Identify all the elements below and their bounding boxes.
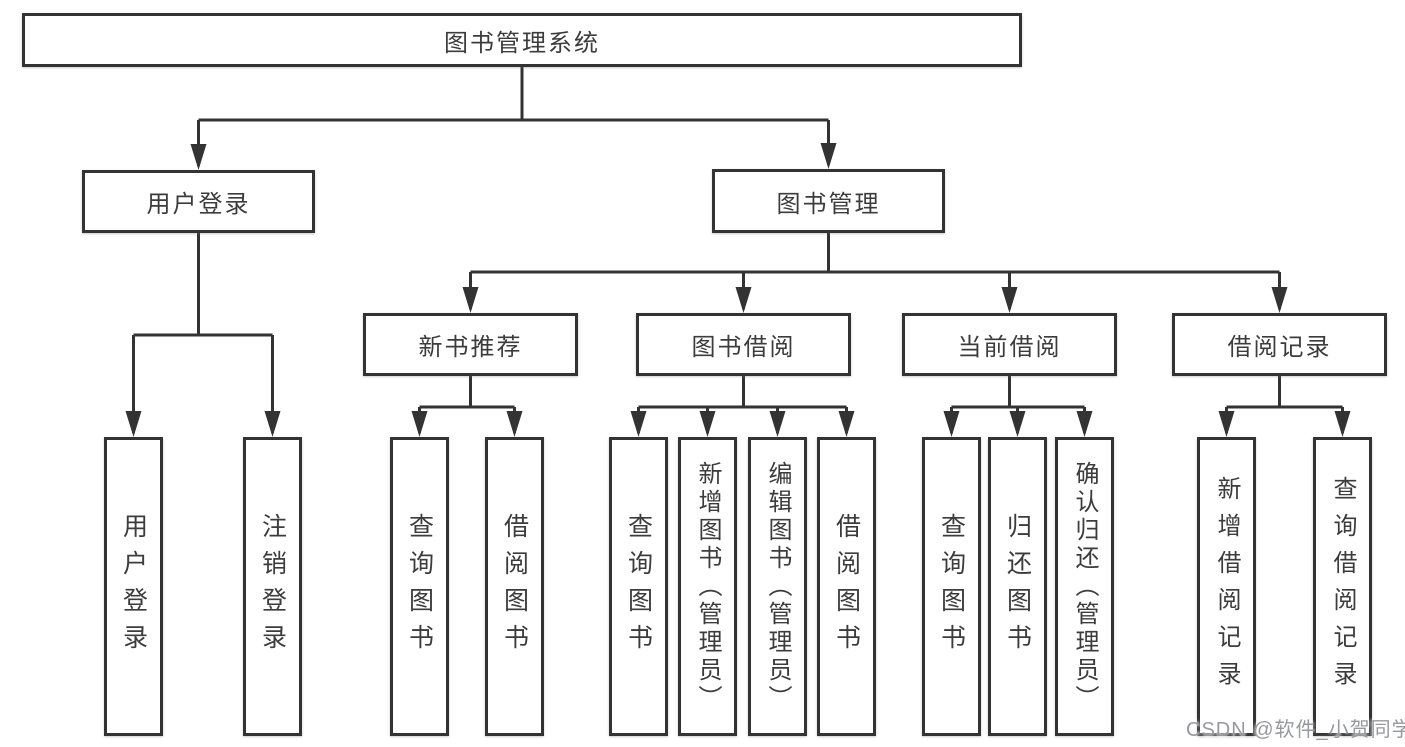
- node-query-books-current: 查询图书: [922, 437, 981, 736]
- node-add-borrow-record: 新增借阅记录: [1197, 437, 1256, 736]
- node-user-login-leaf: 用户登录: [104, 437, 163, 736]
- node-library-system: 图书管理系统: [22, 13, 1022, 67]
- node-edit-books-admin: 编辑图书（管理员）: [748, 437, 807, 736]
- arrowheads: [125, 143, 1351, 437]
- node-borrow-books-recommend-label: 借阅图书: [500, 512, 529, 661]
- node-current-borrowing: 当前借阅: [902, 313, 1117, 376]
- node-confirm-return-admin: 确认归还（管理员）: [1055, 437, 1114, 736]
- node-query-borrow-record: 查询借阅记录: [1313, 437, 1372, 736]
- node-logout: 注销登录: [243, 437, 302, 736]
- node-borrowing-records: 借阅记录: [1172, 313, 1387, 376]
- node-query-borrow-record-label: 查询借阅记录: [1329, 475, 1356, 698]
- watermark: CSDN @软件_小贺同学: [1186, 719, 1405, 741]
- node-current-borrowing-label: 当前借阅: [957, 334, 1062, 361]
- node-book-management-label: 图书管理: [776, 190, 881, 218]
- node-query-books-current-label: 查询图书: [937, 512, 966, 661]
- node-library-system-label: 图书管理系统: [444, 29, 600, 57]
- node-logout-label: 注销登录: [258, 512, 287, 661]
- node-query-books-recommend: 查询图书: [390, 437, 449, 736]
- node-edit-books-admin-label: 编辑图书（管理员）: [764, 460, 791, 713]
- node-query-books-recommend-label: 查询图书: [405, 512, 434, 661]
- node-borrow-books-label: 借阅图书: [832, 512, 861, 661]
- node-borrow-books-recommend: 借阅图书: [485, 437, 544, 736]
- node-borrow-books: 借阅图书: [817, 437, 876, 736]
- node-return-books: 归还图书: [988, 437, 1047, 736]
- node-new-book-recommendation-label: 新书推荐: [418, 334, 523, 361]
- node-book-borrowing: 图书借阅: [636, 313, 851, 376]
- node-book-borrowing-label: 图书借阅: [691, 334, 796, 361]
- node-query-books-borrowing: 查询图书: [609, 437, 668, 736]
- node-new-book-recommendation: 新书推荐: [363, 313, 578, 376]
- node-add-books-admin-label: 新增图书（管理员）: [694, 460, 721, 713]
- node-add-books-admin: 新增图书（管理员）: [678, 437, 737, 736]
- node-user-login-leaf-label: 用户登录: [119, 512, 148, 661]
- node-borrowing-records-label: 借阅记录: [1227, 334, 1332, 361]
- node-return-books-label: 归还图书: [1003, 512, 1032, 661]
- node-query-books-borrowing-label: 查询图书: [624, 512, 653, 661]
- tree-connectors: [132, 67, 1344, 433]
- node-confirm-return-admin-label: 确认归还（管理员）: [1071, 460, 1098, 713]
- node-book-management: 图书管理: [712, 169, 945, 233]
- node-user-login: 用户登录: [82, 170, 315, 233]
- node-user-login-label: 用户登录: [146, 191, 251, 218]
- node-add-borrow-record-label: 新增借阅记录: [1213, 475, 1240, 698]
